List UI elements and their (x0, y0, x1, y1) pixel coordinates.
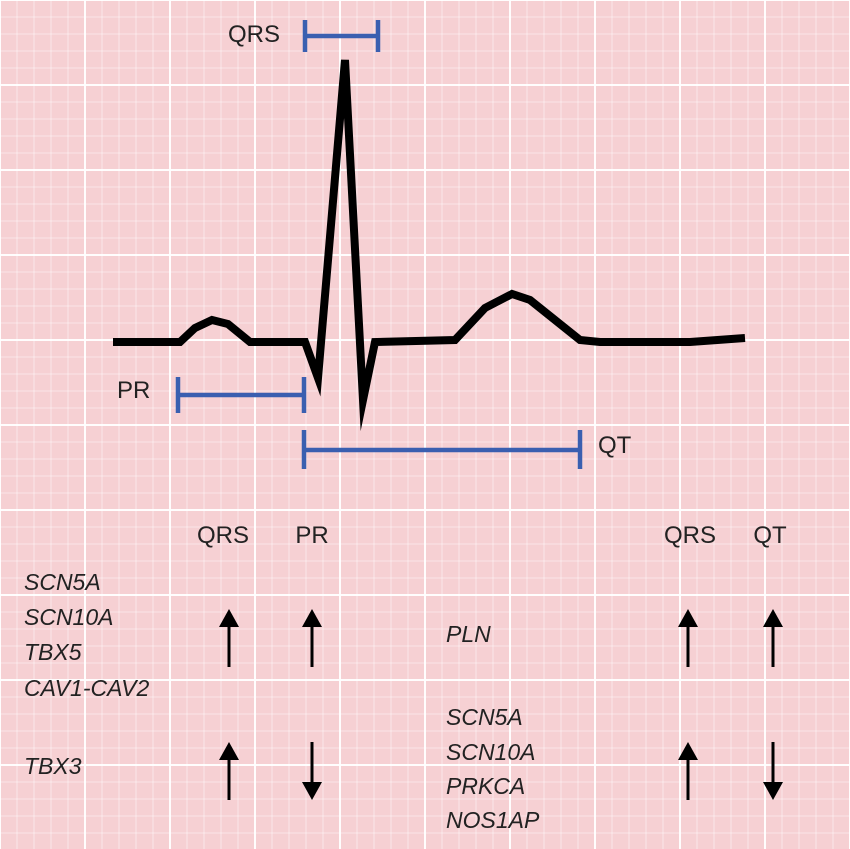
right-table-header-qrs: QRS (663, 522, 716, 549)
left-table-header-pr: PR (295, 522, 329, 549)
left-group2-qrs-up-arrow-icon (219, 742, 239, 800)
left-gene-scn10a: SCN10A (24, 604, 114, 630)
left-gene-tbx3: TBX3 (24, 753, 82, 779)
right-group1-qrs-up-arrow-icon (678, 609, 698, 667)
right-group2-qt-down-arrow-icon (763, 742, 783, 800)
qrs-interval-bracket (302, 20, 381, 52)
right-gene-scn5a: SCN5A (446, 704, 523, 730)
right-gene-pln: PLN (446, 621, 491, 647)
pr-interval-label: PR (117, 377, 151, 404)
left-group1-qrs-up-arrow-icon (219, 609, 239, 667)
right-gene-scn10a: SCN10A (446, 739, 536, 765)
left-table-header-qrs: QRS (196, 522, 249, 549)
right-gene-nos1ap: NOS1AP (446, 807, 540, 833)
left-gene-tbx5: TBX5 (24, 639, 82, 665)
left-gene-cav1-cav2: CAV1-CAV2 (24, 675, 150, 701)
right-gene-prkca: PRKCA (446, 773, 526, 799)
left-gene-scn5a: SCN5A (24, 569, 101, 595)
qt-interval-label: QT (598, 432, 632, 459)
left-group1-pr-up-arrow-icon (302, 609, 322, 667)
right-group2-qrs-up-arrow-icon (678, 742, 698, 800)
right-table-header-qt: QT (753, 522, 787, 549)
ecg-trace (113, 59, 746, 432)
pr-interval-bracket (175, 377, 307, 413)
qrs-interval-label: QRS (228, 21, 281, 48)
right-group1-qt-up-arrow-icon (763, 609, 783, 667)
qt-interval-bracket (301, 430, 583, 469)
left-group2-pr-down-arrow-icon (302, 742, 322, 800)
